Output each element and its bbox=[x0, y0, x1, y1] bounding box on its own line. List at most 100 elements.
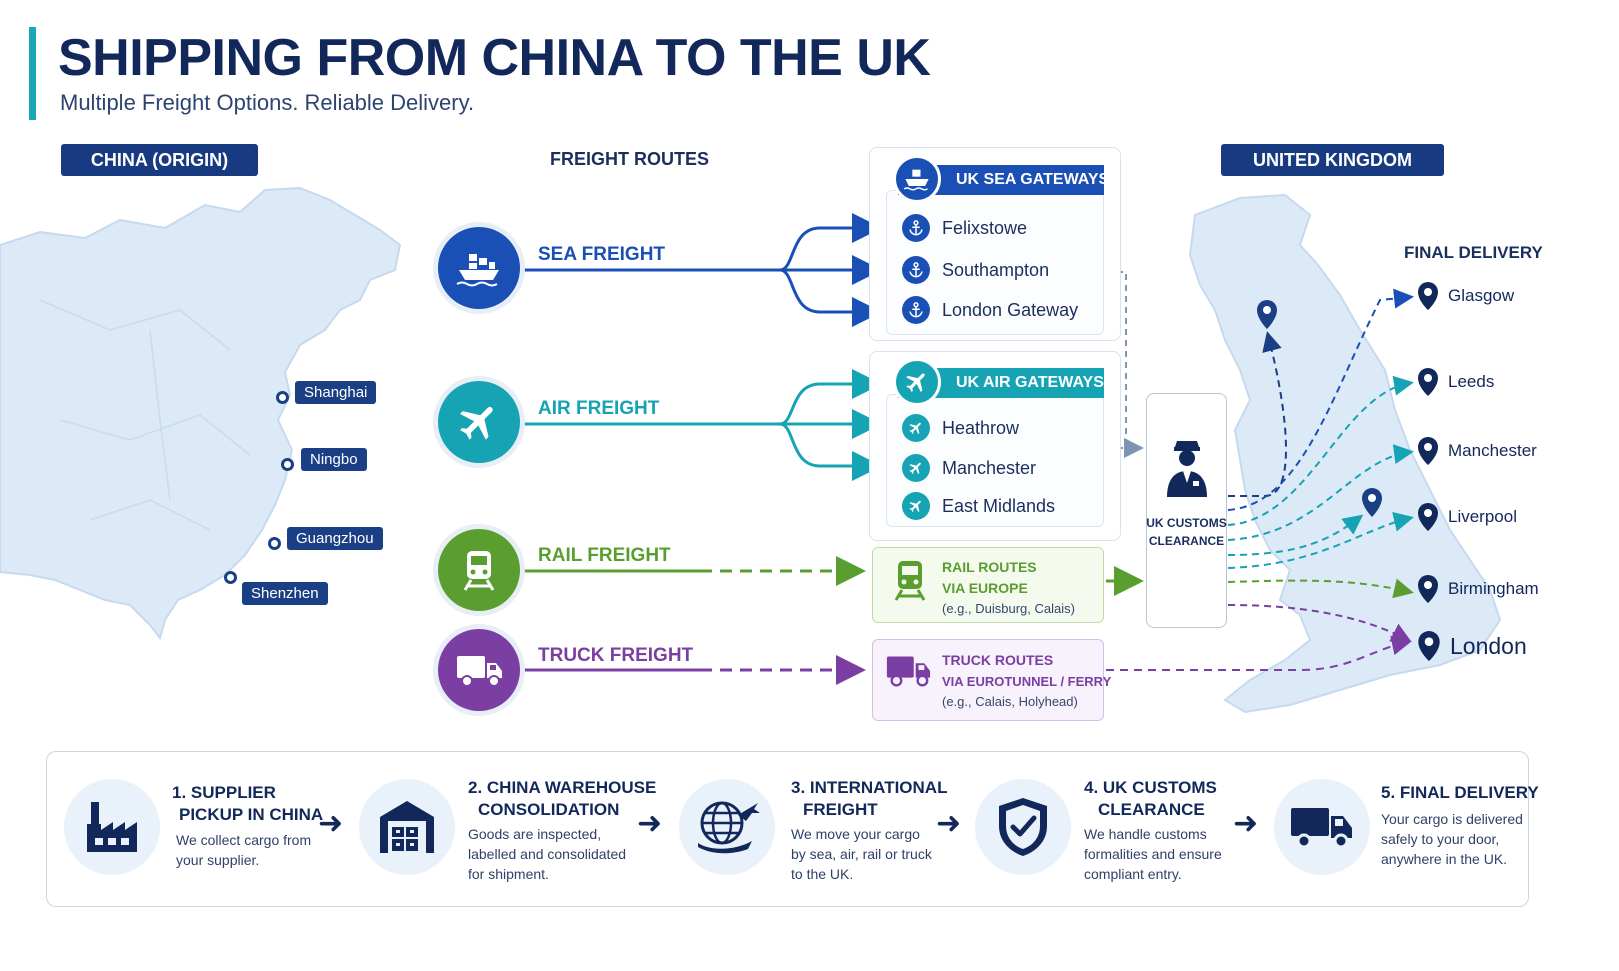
step-2-desc-3: for shipment. bbox=[468, 866, 549, 882]
step-3-badge bbox=[679, 779, 775, 875]
train-icon bbox=[890, 556, 930, 609]
destination-label: Liverpool bbox=[1448, 507, 1517, 526]
shanghai-dot bbox=[276, 391, 289, 404]
map-pin-icon bbox=[1418, 282, 1438, 310]
step-2-desc-2: labelled and consolidated bbox=[468, 846, 627, 862]
factory-icon bbox=[87, 802, 137, 852]
truck-routes-card bbox=[872, 639, 1104, 721]
air-gateway-label: Manchester bbox=[942, 457, 1037, 478]
anchor-icon bbox=[902, 214, 930, 242]
air-gateway-east-midlands: East Midlands bbox=[902, 492, 1055, 520]
sea-gateway-label: Felixstowe bbox=[942, 217, 1028, 238]
origin-heading: CHINA (ORIGIN) bbox=[61, 144, 258, 176]
air-route-lines bbox=[522, 369, 882, 481]
guangzhou-dot bbox=[268, 537, 281, 550]
port-shenzhen: Shenzhen bbox=[242, 582, 328, 605]
map-pin-icon bbox=[1418, 368, 1438, 396]
ningbo-dot bbox=[281, 458, 294, 471]
rail-routes-title: RAIL ROUTES bbox=[942, 559, 1037, 575]
rail-route-line bbox=[522, 556, 1144, 596]
plane-icon bbox=[906, 373, 925, 392]
destination-leeds: Leeds bbox=[1418, 368, 1494, 396]
truck-routes-note: (e.g., Calais, Holyhead) bbox=[942, 694, 1078, 709]
truck-freight-label: TRUCK FREIGHT bbox=[538, 645, 694, 666]
customs-label-1: UK CUSTOMS bbox=[1146, 516, 1227, 530]
globe-plane-icon bbox=[698, 801, 760, 854]
final-delivery-heading: FINAL DELIVERY bbox=[1404, 243, 1543, 262]
map-pin-icon bbox=[1418, 631, 1440, 661]
step-4-title-2: CLEARANCE bbox=[1098, 800, 1205, 819]
step-5-title: 5. FINAL DELIVERY bbox=[1381, 783, 1539, 802]
rail-freight-label: RAIL FREIGHT bbox=[538, 545, 671, 566]
step-arrow-icon: ➜ bbox=[936, 807, 962, 840]
air-gateway-label: Heathrow bbox=[942, 417, 1020, 438]
air-gateways-badge bbox=[893, 358, 941, 406]
sea-freight-label: SEA FREIGHT bbox=[538, 244, 666, 265]
sea-route-lines bbox=[522, 213, 882, 327]
step-3-desc-1: We move your cargo bbox=[791, 826, 920, 842]
page-title: SHIPPING FROM CHINA TO THE UK bbox=[58, 29, 931, 87]
step-1-desc-2: your supplier. bbox=[176, 852, 260, 868]
step-5-desc-2: safely to your door, bbox=[1381, 831, 1500, 847]
port-ningbo: Ningbo bbox=[301, 448, 367, 471]
destination-liverpool: Liverpool bbox=[1418, 503, 1517, 531]
warehouse-icon bbox=[380, 801, 434, 853]
uk-map-pins bbox=[1257, 300, 1382, 517]
step-1-badge bbox=[64, 779, 160, 875]
step-2-title: 2. CHINA WAREHOUSE bbox=[468, 778, 657, 797]
ship-icon bbox=[903, 169, 929, 191]
sea-gateway-label: Southampton bbox=[942, 259, 1050, 280]
destination-manchester: Manchester bbox=[1418, 437, 1537, 465]
destination-birmingham: Birmingham bbox=[1418, 575, 1539, 603]
step-5-desc-3: anywhere in the UK. bbox=[1381, 851, 1508, 867]
uk-customs-box bbox=[1146, 393, 1227, 628]
air-gateway-label: East Midlands bbox=[942, 495, 1056, 516]
step-4-desc-2: formalities and ensure bbox=[1084, 846, 1222, 862]
air-gateway-heathrow: Heathrow bbox=[902, 414, 1019, 442]
step-3-title: 3. INTERNATIONAL bbox=[791, 778, 948, 797]
step-arrow-icon: ➜ bbox=[318, 807, 344, 840]
sea-gateway-felixstowe: Felixstowe bbox=[902, 214, 1027, 242]
destination-label: London bbox=[1450, 632, 1527, 659]
customs-label-2: CLEARANCE bbox=[1148, 534, 1225, 548]
step-2-title-2: CONSOLIDATION bbox=[478, 800, 620, 819]
step-1-desc-1: We collect cargo from bbox=[176, 832, 312, 848]
air-freight-label: AIR FREIGHT bbox=[538, 398, 660, 419]
step-3-desc-3: to the UK. bbox=[791, 866, 854, 882]
destination-label: Leeds bbox=[1448, 372, 1495, 391]
step-4-desc-1: We handle customs bbox=[1084, 826, 1207, 842]
truck-icon bbox=[457, 656, 502, 687]
port-guangzhou: Guangzhou bbox=[287, 527, 383, 550]
step-3-desc-2: by sea, air, rail or truck bbox=[791, 846, 932, 862]
ship-icon bbox=[456, 254, 499, 287]
train-icon bbox=[463, 551, 495, 591]
routes-heading: FREIGHT ROUTES bbox=[550, 149, 710, 169]
sea-freight-badge bbox=[438, 227, 520, 309]
destination-label: Glasgow bbox=[1448, 286, 1515, 305]
step-3-title-2: FREIGHT bbox=[803, 800, 878, 819]
step-arrow-icon: ➜ bbox=[1233, 807, 1259, 840]
anchor-icon bbox=[902, 256, 930, 284]
step-2-badge bbox=[359, 779, 455, 875]
step-1-title: 1. SUPPLIER bbox=[172, 783, 276, 802]
truck-routes-subtitle: VIA EUROTUNNEL / FERRY bbox=[942, 674, 1112, 689]
truck-route-line bbox=[522, 635, 1412, 685]
port-shanghai: Shanghai bbox=[295, 381, 377, 404]
truck-routes-title: TRUCK ROUTES bbox=[942, 652, 1054, 668]
step-2-desc-1: Goods are inspected, bbox=[468, 826, 602, 842]
step-4-desc-3: compliant entry. bbox=[1084, 866, 1182, 882]
china-map bbox=[0, 186, 402, 641]
map-pin-icon bbox=[1418, 437, 1438, 465]
destination-label: Manchester bbox=[1448, 441, 1537, 460]
step-1-title-2: PICKUP IN CHINA bbox=[179, 805, 324, 824]
truck-freight-badge bbox=[438, 629, 520, 711]
sea-gateway-southampton: Southampton bbox=[902, 256, 1049, 284]
destination-glasgow: Glasgow bbox=[1418, 282, 1514, 310]
title-accent-bar bbox=[29, 27, 36, 120]
plane-icon bbox=[902, 492, 930, 520]
plane-icon bbox=[902, 454, 930, 482]
step-5-desc-1: Your cargo is delivered bbox=[1381, 811, 1523, 827]
anchor-icon bbox=[902, 296, 930, 324]
destination-london: London bbox=[1418, 631, 1527, 661]
customs-to-destination-lines bbox=[1227, 288, 1414, 642]
